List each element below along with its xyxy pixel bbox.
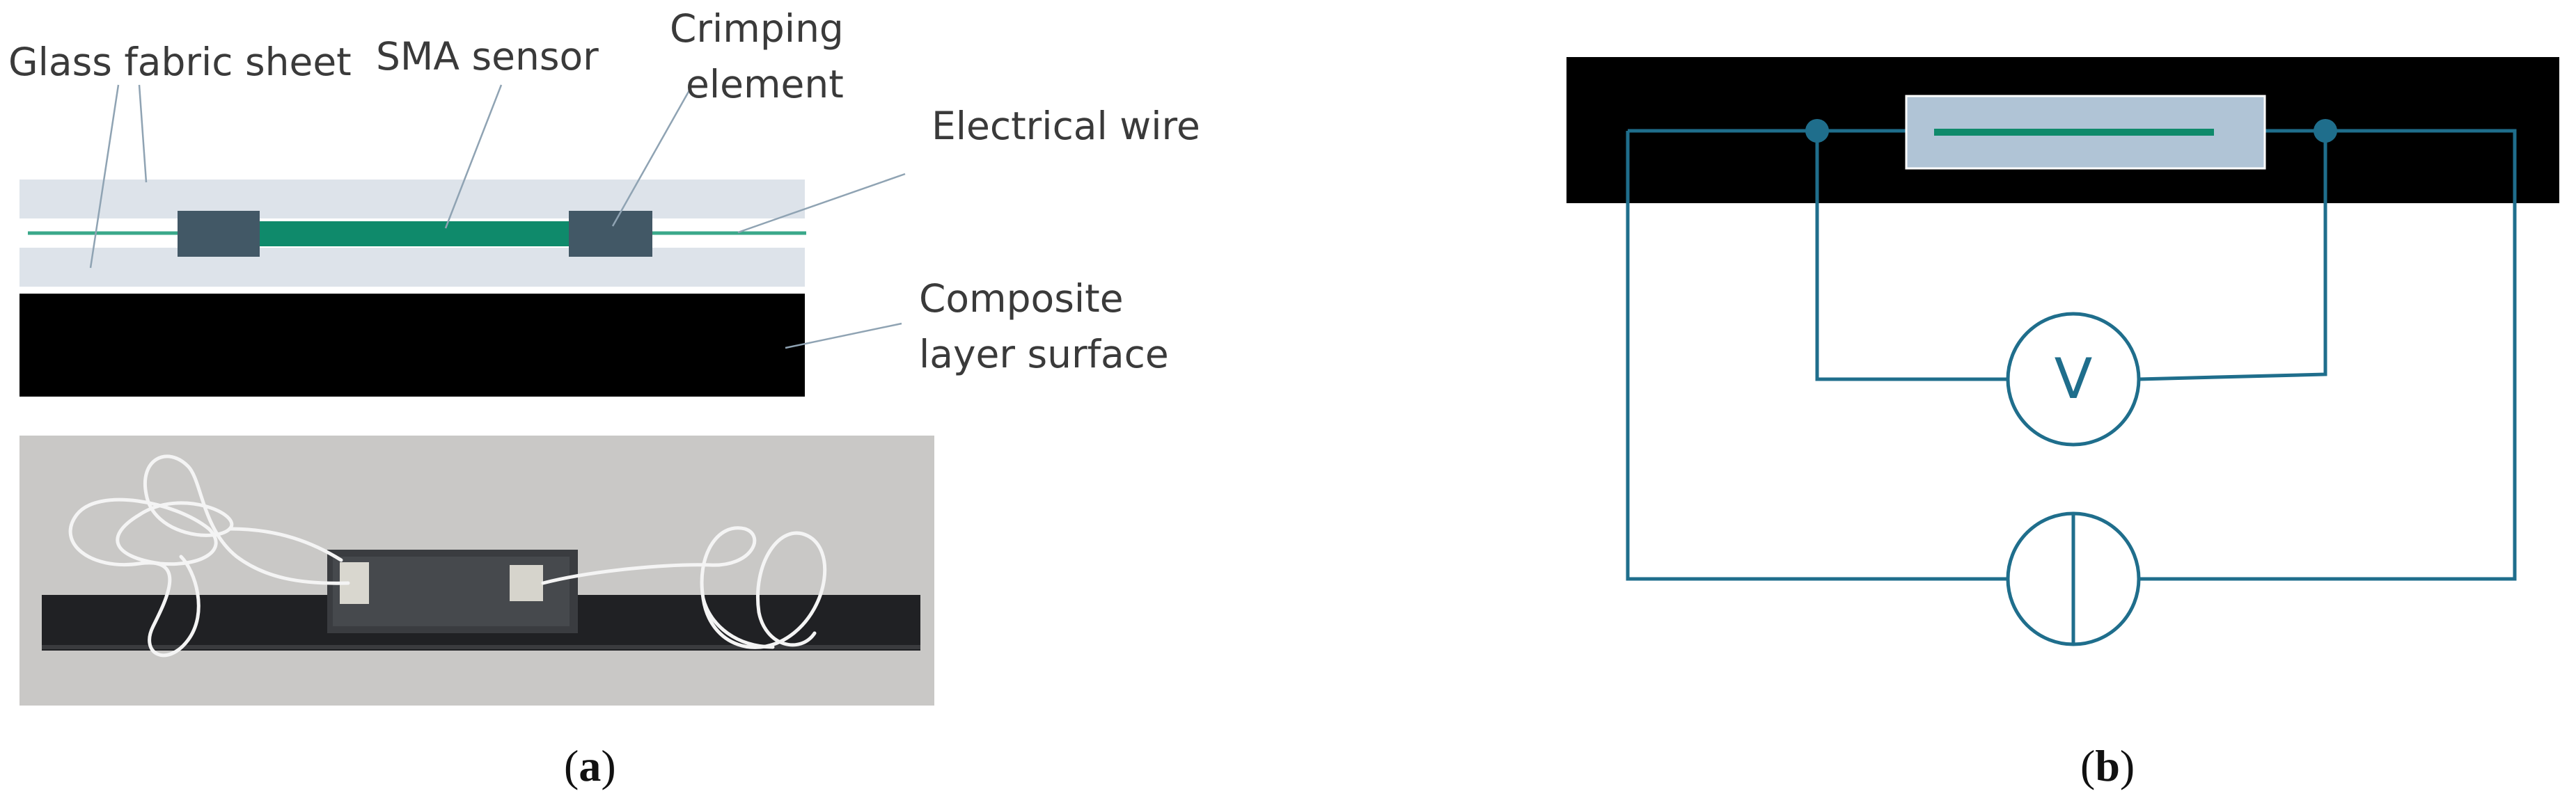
junction-node-left — [1805, 119, 1829, 143]
label-sma-sensor: SMA sensor — [376, 34, 599, 79]
glass-fabric-sheet-top — [19, 180, 805, 218]
outer-loop-wire — [1626, 131, 2009, 581]
current-source — [2006, 511, 2141, 646]
leader-glass-top — [138, 84, 148, 183]
leader-crimping — [611, 90, 691, 227]
caption-b: (b) — [2080, 741, 2135, 790]
panel-a: Glass fabric sheet SMA sensor Crimping e… — [8, 6, 1200, 790]
voltmeter-wire-left — [1815, 131, 2009, 381]
outer-loop-wire-right — [2137, 129, 2517, 581]
glass-fabric-sheet-bottom — [19, 248, 805, 287]
voltmeter-circle — [2006, 312, 2141, 447]
junction-node-right — [2314, 119, 2337, 143]
photo-wires — [68, 454, 827, 658]
leader-sma-sensor — [444, 84, 503, 229]
circuit-wires — [1626, 129, 2517, 581]
composite-layer-surface — [19, 294, 805, 397]
crimping-element-left — [178, 211, 260, 257]
leader-composite — [785, 322, 902, 349]
leader-glass-bottom — [89, 84, 120, 269]
leader-electrical-wire — [737, 173, 906, 234]
specimen-photo — [19, 436, 934, 706]
label-composite-line2: layer surface — [919, 332, 1169, 376]
label-glass-fabric-sheet: Glass fabric sheet — [8, 40, 352, 84]
voltmeter: V — [2006, 312, 2141, 447]
label-crimping-line2: element — [686, 62, 844, 106]
laminate-schematic — [19, 180, 806, 397]
label-crimping-line1: Crimping — [670, 6, 844, 51]
caption-a: (a) — [564, 741, 616, 790]
panel-b: V (b) — [1566, 57, 2559, 790]
voltmeter-wire-right — [2138, 131, 2327, 381]
label-electrical-wire: Electrical wire — [932, 104, 1200, 148]
leader-lines — [89, 84, 906, 349]
voltmeter-symbol: V — [2055, 347, 2093, 411]
photo-tape-right — [510, 565, 543, 601]
crimping-element-right — [569, 211, 652, 257]
label-composite-line1: Composite — [919, 276, 1124, 321]
